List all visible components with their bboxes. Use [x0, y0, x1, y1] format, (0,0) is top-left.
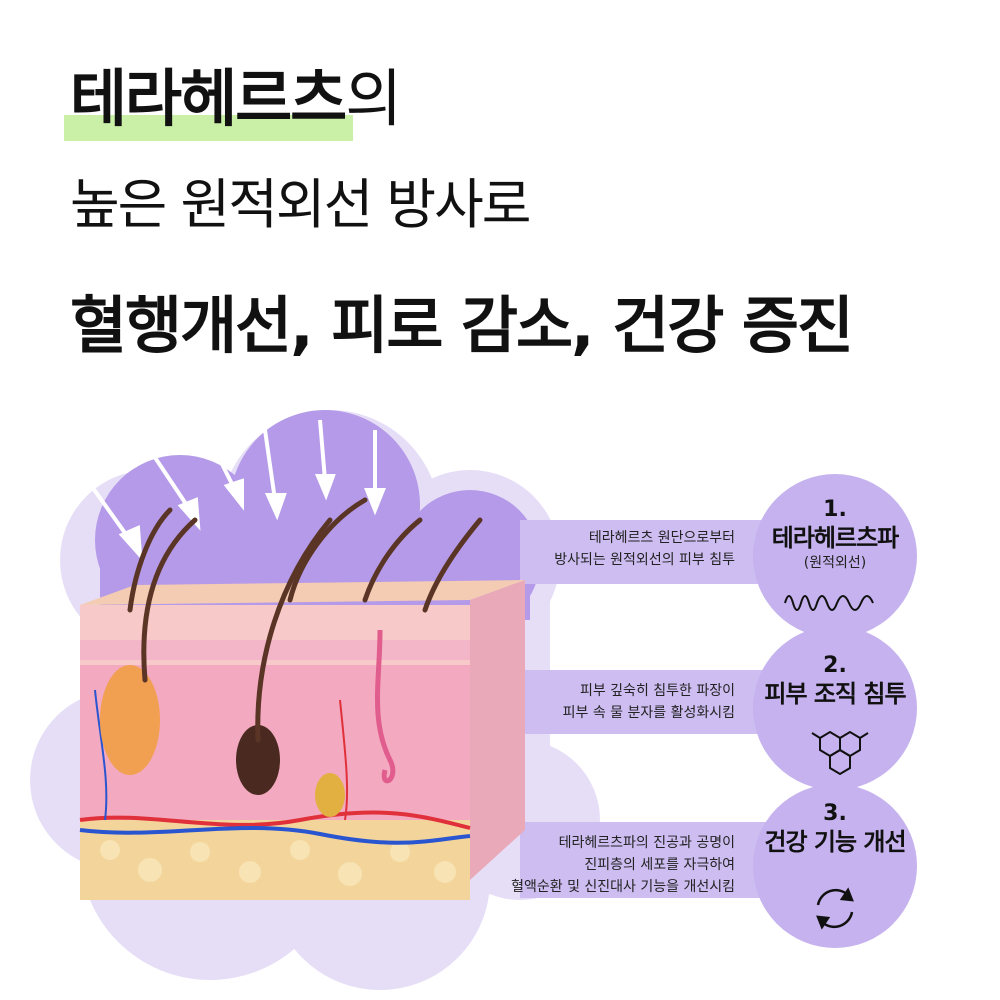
step3-description: 테라헤르츠파의 진공과 공명이 진피층의 세포를 자극하여 혈액순환 및 신진대… [511, 832, 735, 898]
step2: 2. 피부 조직 침투 [750, 653, 920, 709]
step-number: 2. [823, 653, 847, 678]
desc-line: 테라헤르츠파의 진공과 공명이 [558, 835, 735, 851]
skin-top [80, 580, 525, 605]
hair-bulb [236, 725, 280, 795]
desc-line: 진피층의 세포를 자극하여 [584, 857, 735, 873]
skin-side [470, 580, 525, 880]
desc-line: 테라헤르츠 원단으로부터 [588, 530, 735, 546]
desc-line: 피부 속 물 분자를 활성화시킴 [562, 705, 735, 721]
fat-cells [100, 840, 456, 886]
step-subtitle: (원적외선) [803, 555, 867, 571]
step1-description: 테라헤르츠 원단으로부터 방사되는 원적외선의 피부 침투 [554, 527, 735, 571]
cycle-icon [816, 887, 854, 930]
step-title: 테라헤르츠파 [771, 524, 899, 552]
headline-line2: 높은 원적외선 방사로 [70, 173, 531, 236]
desc-line: 방사되는 원적외선의 피부 침투 [554, 552, 735, 568]
vessel-blue [79, 825, 471, 845]
headline-suffix: 의 [345, 62, 402, 135]
ray-arrows [78, 419, 386, 561]
step1: 1. 테라헤르츠파 (원적외선) [750, 497, 920, 573]
headline-highlight: 테라헤르츠 [70, 62, 347, 135]
step-number: 3. [823, 801, 847, 826]
wave-icon [784, 595, 874, 611]
headline-line1: 테라헤르츠의 [70, 48, 402, 138]
hairs [127, 497, 483, 743]
desc-line: 피부 깊숙히 침투한 파장이 [579, 683, 735, 699]
gland [100, 665, 160, 775]
desc-line: 혈액순환 및 신진대사 기능을 개선시킴 [511, 879, 735, 895]
vessel-red [79, 810, 471, 830]
headline-line3: 혈행개선, 피로 감소, 건강 증진 [70, 289, 854, 362]
step-title: 피부 조직 침투 [764, 680, 906, 708]
step3: 3. 건강 기능 개선 [750, 801, 920, 857]
skin-illustration [30, 410, 917, 990]
step-title: 건강 기능 개선 [764, 828, 906, 856]
step-number: 1. [823, 497, 847, 522]
molecule-icon [811, 730, 869, 776]
step-circles [753, 474, 917, 948]
connector-bands [520, 520, 780, 898]
step2-description: 피부 깊숙히 침투한 파장이 피부 속 물 분자를 활성화시킴 [563, 680, 735, 724]
